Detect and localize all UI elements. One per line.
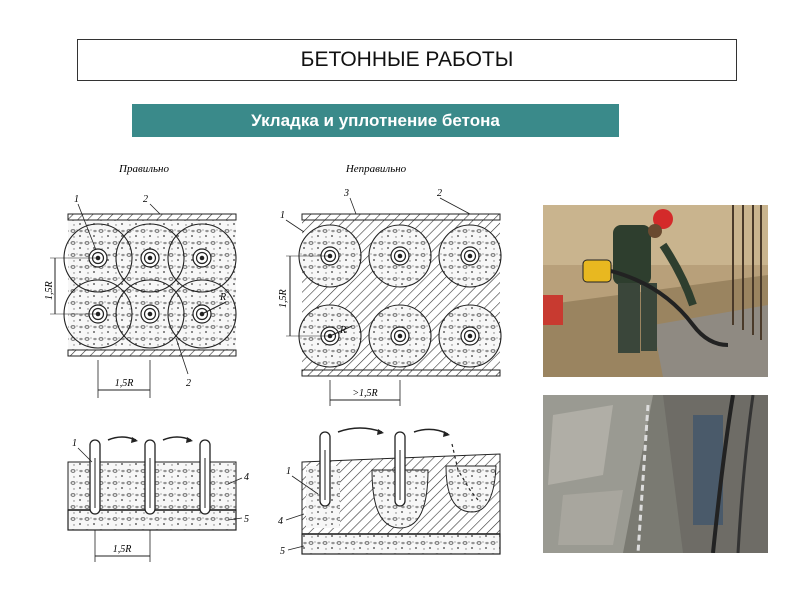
marker-3-wrong: 3 [343,188,349,199]
marker-1-section-wrong: 1 [286,466,291,477]
wrong-label: Неправильно [345,163,407,175]
marker-2-wrong: 2 [437,188,442,199]
dim-horizontal-correct: 1,5R [115,378,134,389]
marker-1-wrong: 1 [280,210,285,221]
dim-vertical-correct: 1,5R [44,281,55,300]
marker-4-section-correct: 4 [244,472,249,483]
marker-4-section-wrong: 4 [278,516,283,527]
marker-1-correct: 1 [74,194,79,205]
wrong-slab-plan: R 1,5R >1,5R 1 3 2 [278,188,502,406]
page-title-box: БЕТОННЫЕ РАБОТЫ [77,39,737,81]
concrete-compaction-diagram: Правильно R 1,5R 1,5R 1 2 2 Неправильно [44,163,502,562]
marker-5-section-correct: 5 [244,514,249,525]
dim-horizontal-wrong: >1,5R [352,388,377,399]
radius-label-correct: R [219,292,226,303]
correct-section: 1,5R 1 4 5 [67,436,249,562]
radius-label-wrong: R [339,325,346,336]
dim-section-correct: 1,5R [113,544,132,555]
marker-2-correct-bottom: 2 [186,378,191,389]
section-subtitle-label: Укладка и уплотнение бетона [251,110,500,130]
page-title: БЕТОННЫЕ РАБОТЫ [300,48,514,71]
marker-1-section-correct: 1 [72,438,77,449]
marker-5-section-wrong: 5 [280,546,285,557]
photo-worker-vibrating-concrete [543,205,768,377]
wrong-section: 1 4 5 [278,427,501,557]
section-subtitle: Укладка и уплотнение бетона [132,104,619,137]
marker-2-correct-top: 2 [143,194,148,205]
dim-vertical-wrong: 1,5R [278,289,289,308]
correct-slab-plan: R 1,5R 1,5R 1 2 2 [44,194,237,398]
photo-concrete-vibrator-closeup [543,395,768,553]
correct-label: Правильно [118,163,169,175]
